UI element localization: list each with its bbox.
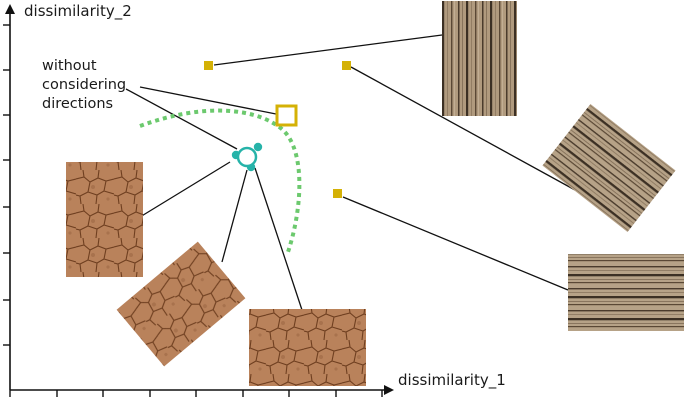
connector-wood-1 xyxy=(213,34,443,66)
connector-wood-3 xyxy=(342,196,569,291)
wood-center-marker xyxy=(275,104,298,127)
wood-texture-2 xyxy=(542,104,676,232)
annotation-pointer-2 xyxy=(125,88,238,150)
connector-soil-1 xyxy=(139,161,231,218)
annotation-line-1: without xyxy=(42,58,97,74)
y-axis-ticks xyxy=(3,24,10,346)
y-axis-label: dissimilarity_2 xyxy=(24,2,132,21)
wood-texture-1 xyxy=(442,1,517,116)
x-axis-ticks xyxy=(9,390,383,397)
wood-point-1 xyxy=(204,61,213,70)
soil-cluster xyxy=(231,142,263,172)
wood-points xyxy=(204,61,351,198)
wood-point-2 xyxy=(342,61,351,70)
cracked-soil-texture-1 xyxy=(66,162,143,277)
cracked-soil-texture-3 xyxy=(249,309,366,386)
annotation-line-3: directions xyxy=(42,96,113,112)
annotation-line-2: considering xyxy=(42,77,126,93)
connector-wood-2 xyxy=(350,66,576,191)
soil-point-2 xyxy=(253,142,263,152)
annotation-text: without considering directions xyxy=(42,58,131,112)
x-axis-label: dissimilarity_1 xyxy=(398,371,506,390)
wood-point-3 xyxy=(333,189,342,198)
connector-lines xyxy=(125,34,576,311)
connector-soil-3 xyxy=(254,167,303,311)
soil-center-marker xyxy=(236,146,258,168)
connector-soil-2 xyxy=(221,169,248,263)
wood-texture-3 xyxy=(568,254,684,331)
annotation-pointer-1 xyxy=(139,86,277,115)
cracked-soil-texture-2 xyxy=(116,241,246,367)
